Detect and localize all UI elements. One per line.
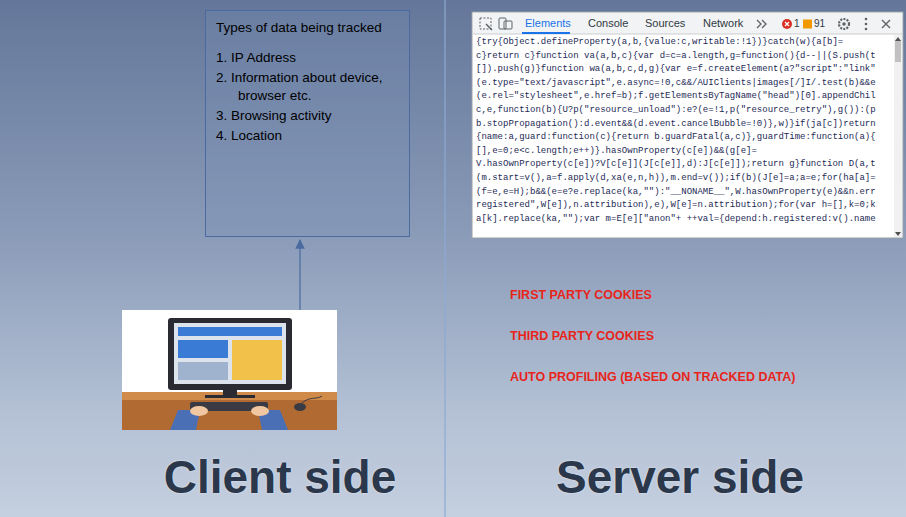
list-item: 4. Location: [216, 127, 399, 145]
code-line: {name:a,guard:function(c){return b.guard…: [476, 131, 876, 145]
list-item: 2. Information about device, browser etc…: [216, 69, 399, 105]
code-line: b.stopPropagation():d.event&&(d.event.ca…: [476, 118, 876, 132]
side-title: Server side: [556, 450, 804, 504]
code-line: a[k].replace(ka,"");var m=E[e]["anon"+ +…: [476, 213, 876, 227]
leader-arrow: [299, 240, 300, 310]
code-line: (m.start=v(),a=f.apply(d,xa(e,n,h)),m.en…: [476, 172, 876, 186]
tab-label: Elements: [525, 17, 571, 29]
box-heading: Types of data being tracked: [216, 19, 399, 37]
code-line: c}return c}function va(a,b,c){var d=c=a.…: [476, 50, 876, 64]
error-count: 1: [794, 18, 800, 29]
divider-line: [444, 0, 445, 517]
tracking-method: AUTO PROFILING (BASED ON TRACKED DATA): [510, 370, 795, 384]
code-line: V.hasOwnProperty(c[e])?V[c[e]](J[c[e]],d…: [476, 158, 876, 172]
tab-label: Network: [703, 17, 743, 29]
tracking-method: THIRD PARTY COOKIES: [510, 329, 654, 343]
list-item: 1. IP Address: [216, 49, 399, 67]
tab-label: Sources: [645, 17, 685, 29]
code-line: (f=e,e=H);b&&(e=e?e.replace(ka,""):"__NO…: [476, 186, 876, 200]
side-title: Client side: [164, 450, 397, 504]
code-line: {try{Object.defineProperty(a,b,{value:c,…: [476, 36, 843, 50]
code-line: registered",W[e]),n.attribution),e),W[e]…: [476, 199, 876, 213]
tab-label: Console: [588, 17, 628, 29]
info-box: Types of data being tracked 1. IP Address…: [205, 10, 410, 237]
code-line: [],e=0;e<c.length;e++)}.hasOwnProperty(c…: [476, 145, 757, 159]
code-line: []).push(g)}function wa(a,b,c,d,g){var e…: [476, 63, 876, 77]
tracking-method: FIRST PARTY COOKIES: [510, 288, 652, 302]
warning-count: 91: [814, 18, 825, 29]
list-item: 3. Browsing activity: [216, 107, 399, 125]
code-line: c,e,function(b){U?p("resource_unload"):e…: [476, 104, 876, 118]
code-line: (e.type="text/javascript",e.async=!0,c&&…: [476, 77, 876, 91]
code-line: (e.rel="stylesheet",e.href=b);f.getEleme…: [476, 90, 876, 104]
computer-illustration: [122, 310, 337, 430]
devtools-screenshot: [472, 12, 903, 238]
